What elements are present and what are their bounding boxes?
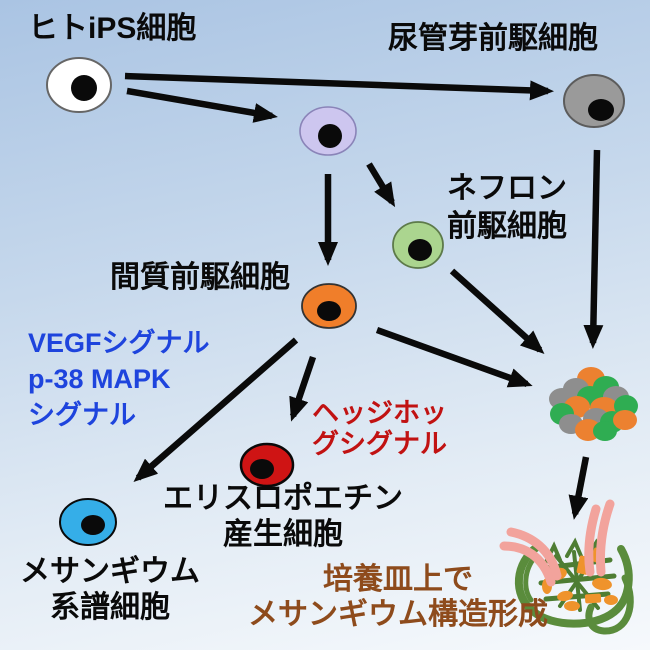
erythropoietin-label: エリスロポエチン 産生細胞 [163,482,403,551]
arrows [124,72,604,520]
arrow-cluster-to-glomerulus [568,456,590,520]
cell-nucleus [408,239,432,261]
cells [46,57,625,546]
arrow-ips-to-ureteric [124,72,554,101]
culture-dish-label: 培養皿上で メサンギウム構造形成 [248,563,548,631]
cell-nucleus [81,515,105,535]
interstitial-progenitor-cell [301,283,357,329]
arrow-nephron-to-cluster [449,268,545,355]
interstitial-progenitor-label: 間質前駆細胞 [110,261,290,294]
erythropoietin-cell [239,442,295,488]
capsule-inner-arc [523,554,538,603]
capsule-outlet-loop [585,574,634,635]
cell-nucleus [318,124,342,148]
arrow-interstitial-to-cluster [375,326,533,388]
arrow-interstitial-to-mesangium [133,337,299,482]
arrow-ureteric-to-cluster [583,149,604,349]
pink-tubules [499,499,615,587]
ureteric-bud-cell [563,74,625,128]
intermediate-mesoderm-cell [299,106,357,156]
arrow-ips-to-intermediate [126,87,278,123]
hedgehog-signal-label: ヘッジホッ グシグナル [312,398,447,460]
glomerulus-drawing [499,499,634,635]
ureteric-bud-label: 尿管芽前駆細胞 [388,22,598,55]
cell-nucleus [71,75,97,101]
mesangium-cell [59,498,117,546]
arrow-intermediate-to-nephron [366,162,396,208]
arrow-interstitial-to-epo [289,355,317,422]
cell-nucleus [317,301,341,321]
vegf-signal-label: VEGFシグナル p-38 MAPK シグナル [28,328,210,430]
nephron-progenitor-cell [392,221,444,269]
mesangium-lineage-label: メサンギウム 系譜細胞 [20,555,200,624]
cell-cluster [549,367,638,441]
ips-cell [46,57,112,113]
cell-nucleus [588,99,614,121]
cell-nucleus [250,459,274,479]
nephron-progenitor-label: ネフロン 前駆細胞 [447,172,567,244]
ips-cell-label: ヒトiPS細胞 [28,12,197,45]
